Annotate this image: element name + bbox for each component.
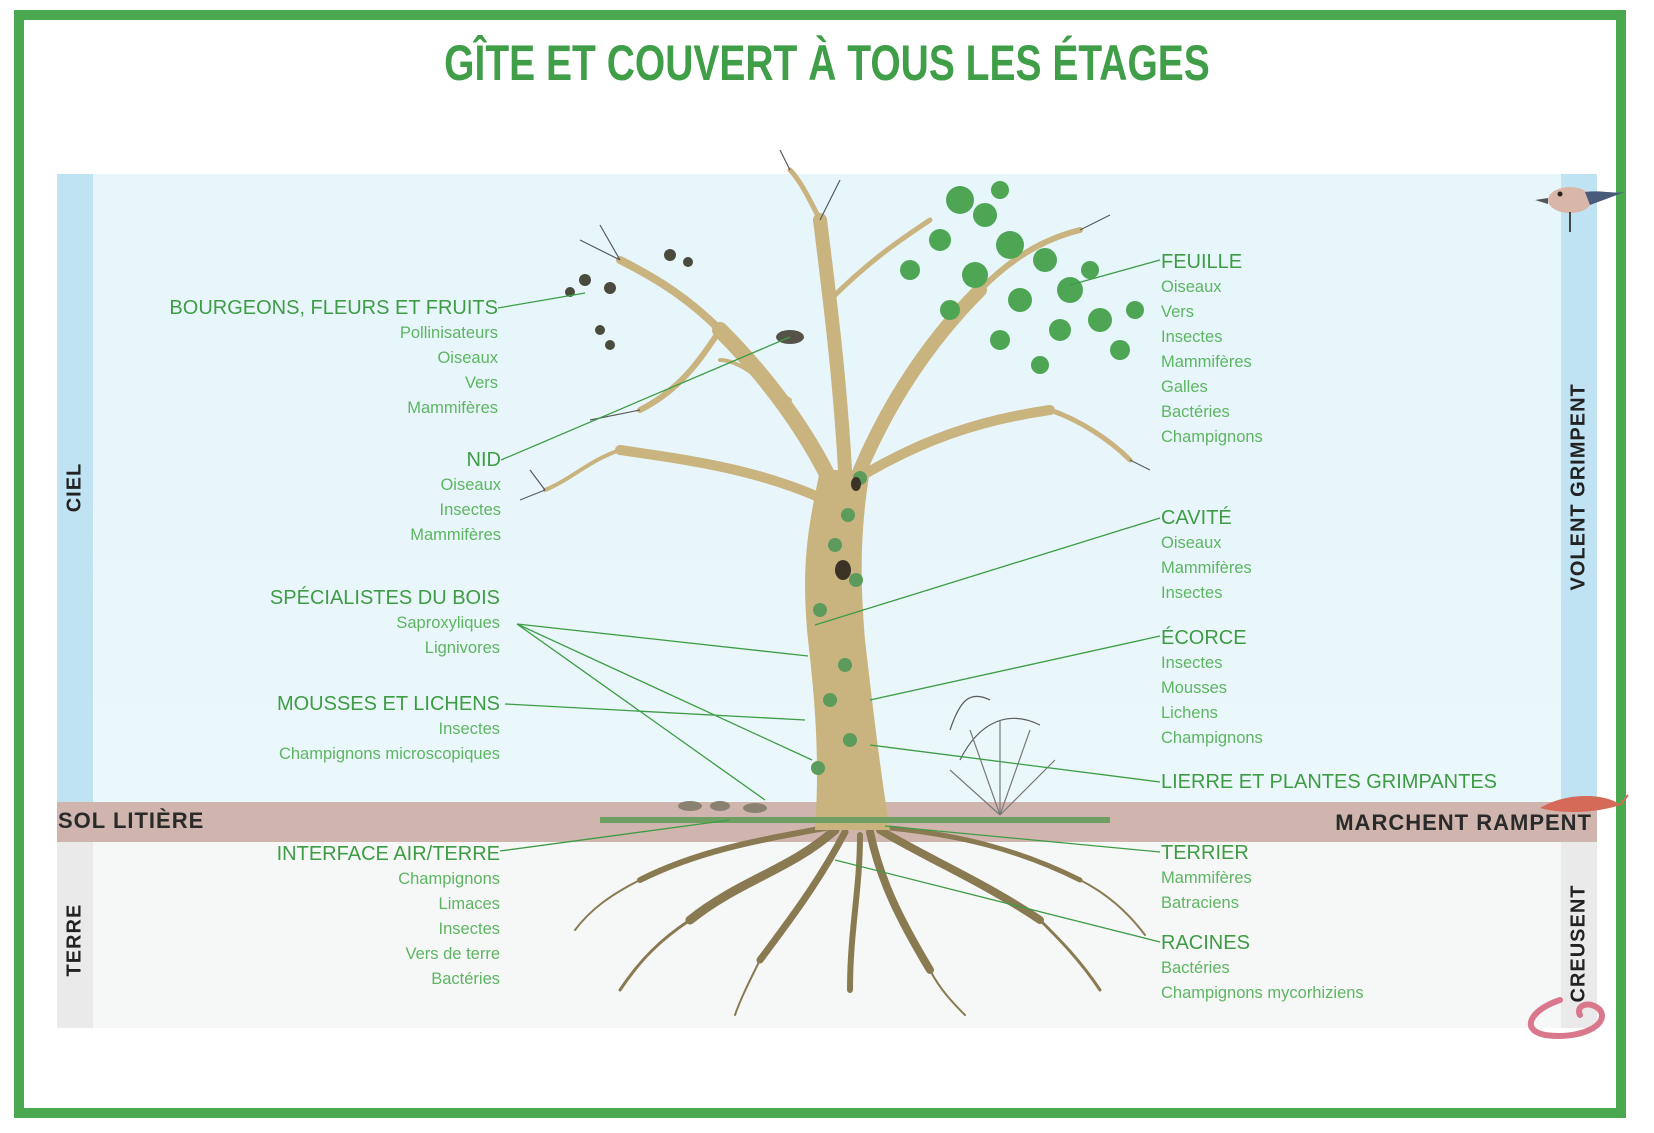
label-feuille: FEUILLE Oiseaux Vers Insectes Mammifères… — [1161, 251, 1263, 446]
cavity-drawing — [835, 560, 851, 580]
band-ciel — [57, 174, 93, 802]
band-label-volent-grimpent: VOLENT GRIMPENT — [1567, 383, 1590, 591]
band-label-sol-litiere: SOL LITIÈRE — [58, 808, 205, 833]
label-nid: NID Oiseaux Insectes Mammifères — [410, 449, 501, 544]
roots-drawing — [574, 825, 1146, 1016]
bush-drawing — [949, 720, 1056, 816]
band-label-marchent-rampent: MARCHENT RAMPENT — [1335, 810, 1592, 835]
underground-zone — [57, 842, 1597, 1028]
leader-lines — [497, 259, 1161, 943]
label-bourgeons: BOURGEONS, FLEURS ET FRUITS Pollinisateu… — [169, 297, 498, 417]
label-racines: RACINES Bactéries Champignons mycorhizie… — [1161, 932, 1364, 1002]
band-label-ciel: CIEL — [63, 462, 86, 513]
label-cavite: CAVITÉ Oiseaux Mammifères Insectes — [1161, 507, 1252, 602]
earthworm-icon — [1528, 997, 1605, 1039]
trunk-shape — [805, 470, 890, 830]
band-terre — [57, 842, 93, 1028]
twigs-drawing — [519, 149, 1151, 761]
label-lierre: LIERRE ET PLANTES GRIMPANTES — [1161, 771, 1498, 793]
slug-icon — [1540, 794, 1629, 812]
cavity-drawing-small — [851, 477, 861, 491]
label-terrier: TERRIER Mammifères Batraciens — [1161, 842, 1252, 912]
ivy-drawing — [811, 471, 867, 775]
label-mousses-lichens: MOUSSES ET LICHENS Insectes Champignons … — [276, 693, 500, 763]
band-volent-grimpent — [1561, 174, 1597, 802]
mushrooms-drawing — [678, 801, 767, 813]
band-creusent — [1561, 842, 1597, 1028]
band-label-creusent: CREUSENT — [1567, 884, 1590, 1003]
label-interface-air-terre: INTERFACE AIR/TERRE Champignons Limaces … — [276, 843, 500, 988]
page-title: GÎTE ET COUVERT À TOUS LES ÉTAGES — [444, 35, 1210, 91]
bird-icon — [1535, 187, 1625, 232]
branches-drawing — [543, 167, 1133, 505]
label-ecorce: ÉCORCE Insectes Mousses Lichens Champign… — [1161, 627, 1263, 747]
label-specialistes-bois: SPÉCIALISTES DU BOIS Saproxyliques Ligni… — [269, 587, 500, 657]
band-label-terre: TERRE — [63, 903, 86, 977]
flowers-drawing — [565, 249, 693, 350]
